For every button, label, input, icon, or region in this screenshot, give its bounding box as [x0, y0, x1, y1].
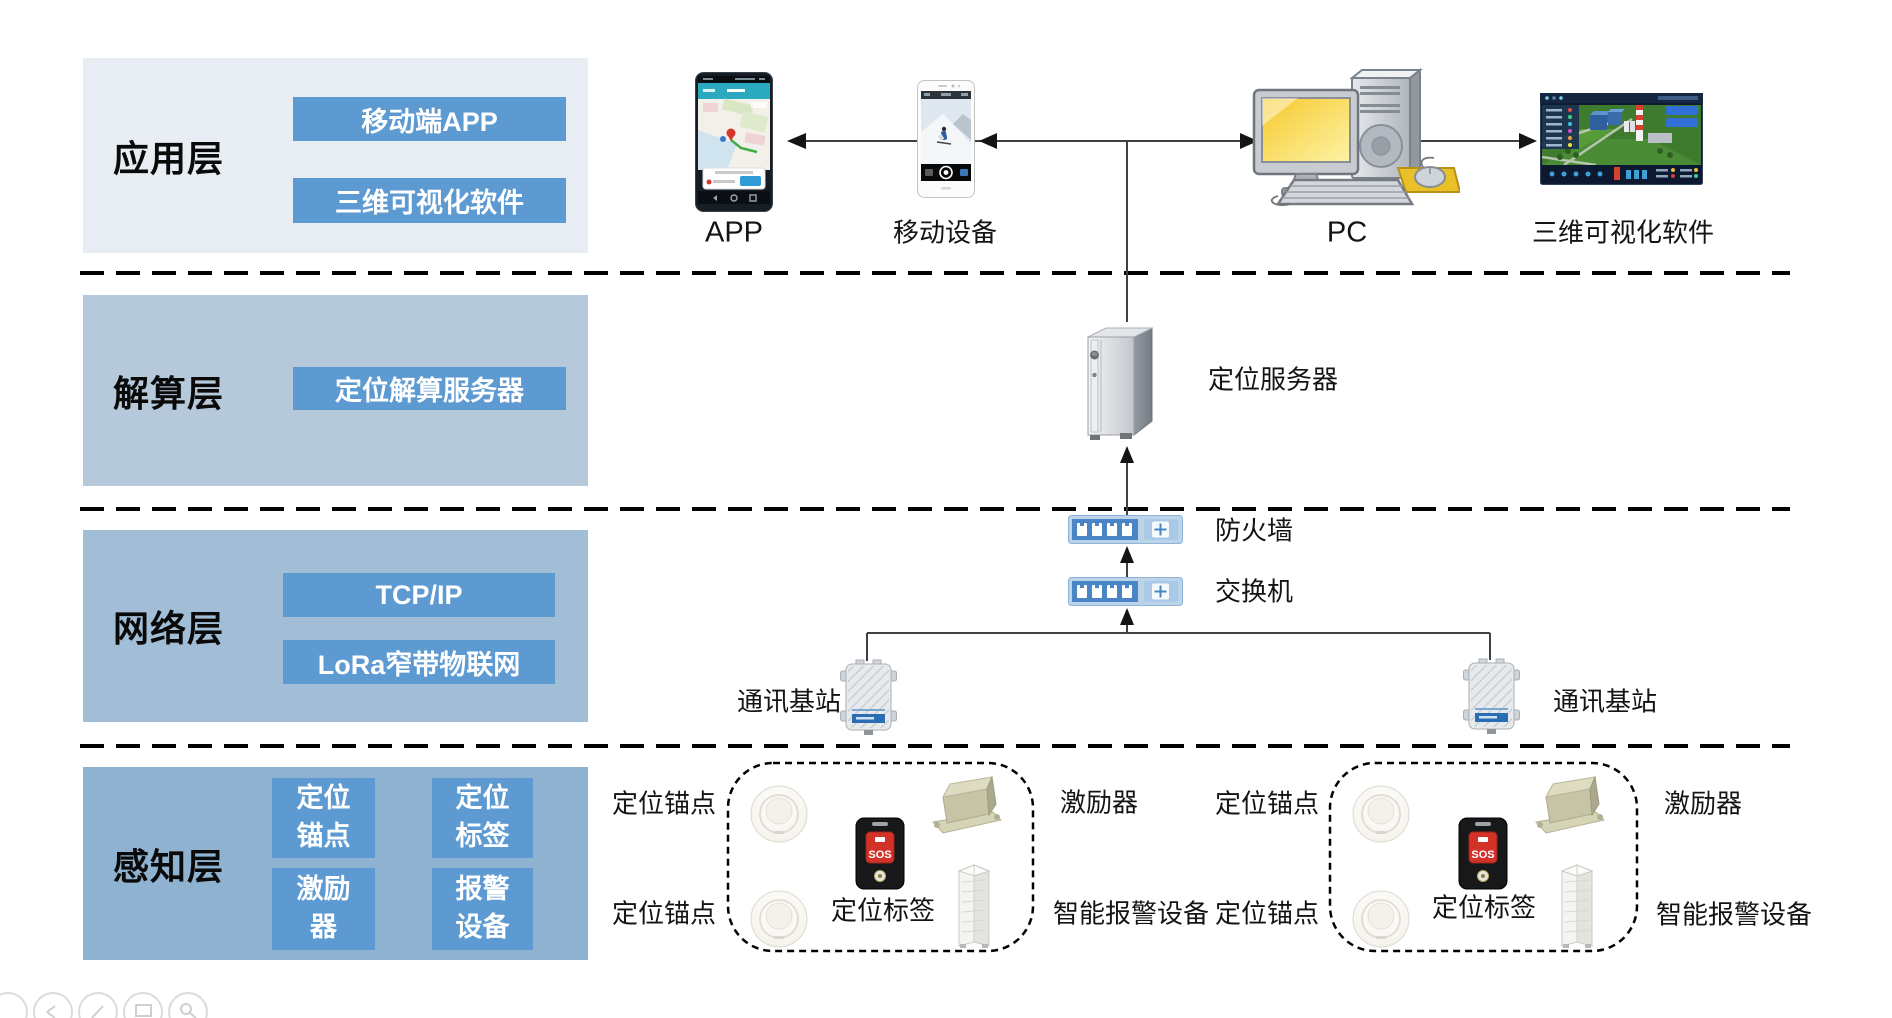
label-mobile-device: 移动设备 [892, 217, 998, 248]
label-positioning-server: 定位服务器 [1208, 364, 1339, 395]
label-alarm-right: 智能报警设备 [1656, 899, 1813, 930]
layer-item-anchor: 定位 锚点 [272, 778, 375, 858]
exciter-image [1535, 776, 1605, 834]
chain-lines [866, 462, 1491, 661]
layer-panel-perception: 感知层 定位 锚点 定位 标签 激励 器 报警 设备 [83, 767, 588, 960]
label-app: APP [704, 216, 764, 249]
label-tag-left: 定位标签 [830, 895, 936, 926]
label-switch: 交换机 [1215, 576, 1294, 607]
label-anchor-left-1: 定位锚点 [612, 788, 717, 819]
server-image [1087, 327, 1153, 440]
firewall-image [1068, 515, 1183, 544]
layer-panel-solver: 解算层 定位解算服务器 [83, 295, 588, 486]
label-base-station-right: 通讯基站 [1553, 686, 1658, 717]
switch-image [1068, 577, 1183, 606]
layer-item-positioning-server: 定位解算服务器 [293, 367, 566, 410]
anchor-disc-image [1352, 890, 1410, 948]
viz-screen-image [1540, 93, 1703, 185]
exciter-image [932, 776, 1002, 834]
layer-item-exciter: 激励 器 [272, 868, 375, 950]
layer-item-tag: 定位 标签 [432, 778, 533, 858]
app-phone-image [695, 72, 773, 212]
mobile-device-image [917, 80, 975, 198]
anchor-disc-image [1352, 785, 1410, 843]
label-viz-software: 三维可视化软件 [1531, 217, 1715, 248]
layer-title: 网络层 [113, 608, 225, 649]
alarm-pillar-image [957, 864, 991, 948]
chain-arrowheads [1120, 446, 1134, 625]
label-firewall: 防火墙 [1215, 515, 1294, 546]
positioning-tag-image: SOS [855, 817, 905, 890]
base-station-image-left [840, 659, 897, 735]
label-anchor-right-1: 定位锚点 [1215, 788, 1320, 819]
layer-item-alarm: 报警 设备 [432, 868, 533, 950]
label-exciter-right: 激励器 [1664, 788, 1743, 819]
layer-title: 解算层 [113, 372, 225, 414]
anchor-disc-image [750, 785, 808, 843]
label-tag-right: 定位标签 [1431, 892, 1537, 923]
alarm-pillar-image [1560, 864, 1594, 948]
label-exciter-left: 激励器 [1060, 787, 1139, 818]
layer-title: 感知层 [113, 845, 225, 887]
layer-item-3d-software: 三维可视化软件 [293, 178, 566, 223]
label-anchor-left-2: 定位锚点 [612, 898, 717, 929]
pc-image [1252, 67, 1460, 206]
layer-item-mobile-app: 移动端APP [293, 97, 566, 141]
svg-text:SOS: SOS [1471, 849, 1494, 861]
positioning-tag-image: SOS [1458, 817, 1508, 890]
label-pc: PC [1326, 216, 1368, 249]
layer-panel-network: 网络层 TCP/IP LoRa窄带物联网 [83, 530, 588, 722]
layer-item-lora: LoRa窄带物联网 [283, 640, 555, 684]
top-bus-arrowheads [787, 133, 1537, 149]
layer-title: 应用层 [113, 137, 225, 179]
faint-toolbar-icons [0, 992, 208, 1018]
layer-panel-application: 应用层 移动端APP 三维可视化软件 [83, 58, 588, 253]
label-anchor-right-2: 定位锚点 [1215, 898, 1320, 929]
label-base-station-left: 通讯基站 [737, 686, 842, 717]
svg-text:SOS: SOS [868, 849, 891, 861]
label-alarm-left: 智能报警设备 [1053, 898, 1210, 929]
anchor-disc-image [750, 890, 808, 948]
sensor-group-frame-right [1328, 761, 1639, 953]
layer-item-tcpip: TCP/IP [283, 573, 555, 617]
base-station-image-right [1463, 658, 1520, 734]
